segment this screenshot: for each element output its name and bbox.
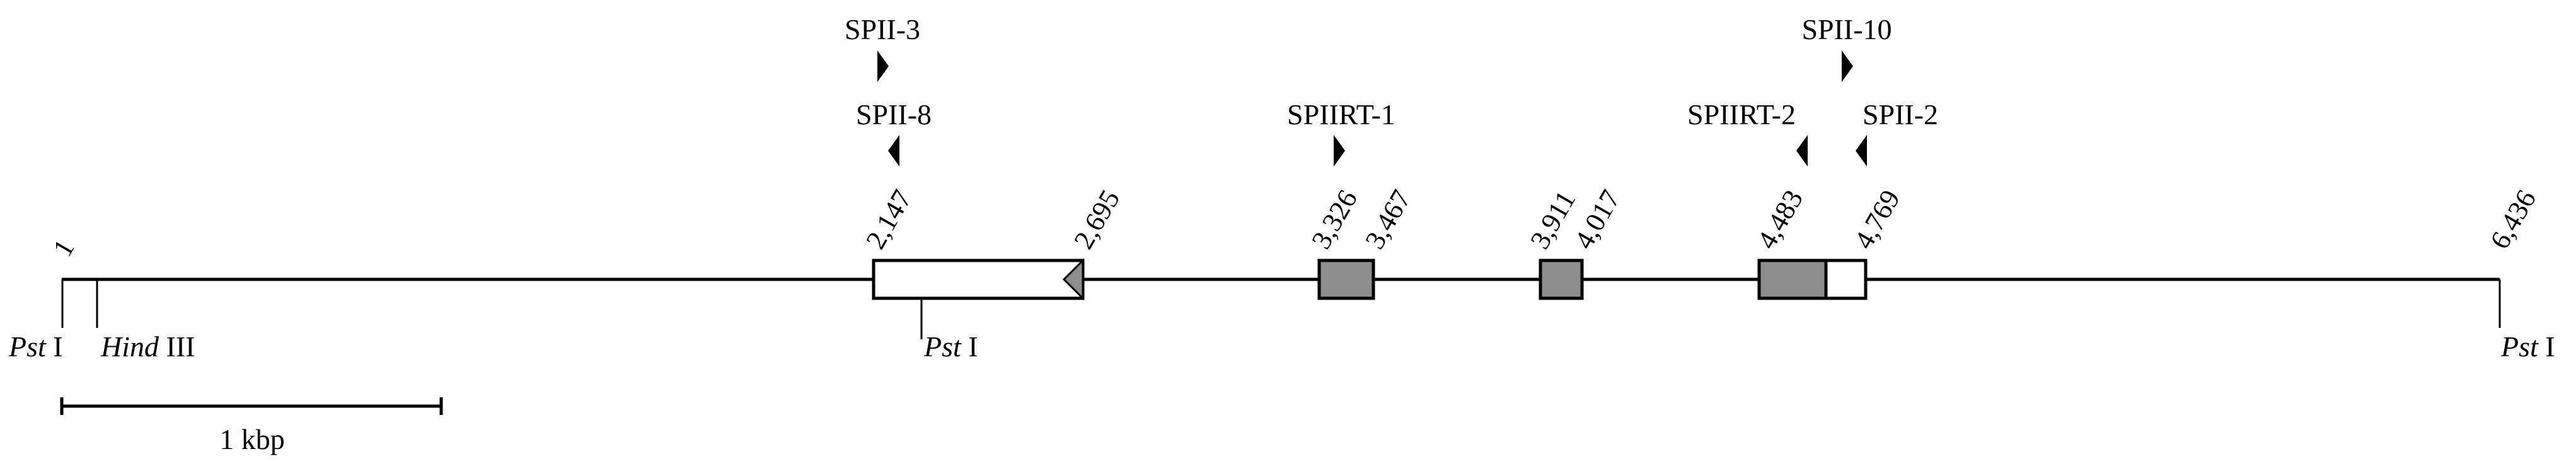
position-label-2695: 2,695 xyxy=(1068,185,1126,254)
gray-exon-1 xyxy=(1317,259,1375,300)
primer-label-spii-2: SPII-2 xyxy=(1863,98,1938,131)
site-label-pst-middle: Pst I xyxy=(923,330,978,363)
position-label-3911: 3,911 xyxy=(1524,185,1581,254)
white-box-small xyxy=(1824,259,1868,300)
gray-exon-3 xyxy=(1757,259,1828,300)
position-label-2147: 2,147 xyxy=(860,185,918,254)
primer-spiirt-1-arrow xyxy=(1334,135,1345,166)
scale-bar-label: 1 kbp xyxy=(219,423,285,455)
primer-label-spii-8: SPII-8 xyxy=(856,98,932,131)
primer-spiirt-2-arrow xyxy=(1796,135,1808,166)
primer-label-spiirt-2: SPIIRT-2 xyxy=(1687,98,1796,131)
primer-spii-2-arrow xyxy=(1856,135,1867,166)
primer-label-spii-3: SPII-3 xyxy=(845,13,920,45)
white-box-large xyxy=(872,259,1085,300)
primer-spii-3-arrow xyxy=(877,50,889,82)
site-label-hind: Hind III xyxy=(100,330,195,363)
position-label-3467: 3,467 xyxy=(1359,185,1417,254)
primer-label-spiirt-1: SPIIRT-1 xyxy=(1287,98,1395,131)
position-label-3326: 3,326 xyxy=(1305,185,1363,254)
primer-label-spii-10: SPII-10 xyxy=(1801,13,1892,45)
site-label-pst-right: Pst I xyxy=(2500,330,2555,363)
gray-arrowhead xyxy=(1062,258,1084,301)
position-label-4769: 4,769 xyxy=(1848,185,1906,254)
position-label-1: 1 xyxy=(47,234,80,262)
gray-exon-2 xyxy=(1539,259,1584,300)
primer-spii-8-arrow xyxy=(888,135,899,166)
position-label-4017: 4,017 xyxy=(1568,185,1626,254)
site-label-pst-left: Pst I xyxy=(8,330,63,363)
primer-spii-10-arrow xyxy=(1842,50,1853,82)
position-label-4483: 4,483 xyxy=(1751,185,1809,254)
position-label-6436: 6,436 xyxy=(2484,185,2542,254)
